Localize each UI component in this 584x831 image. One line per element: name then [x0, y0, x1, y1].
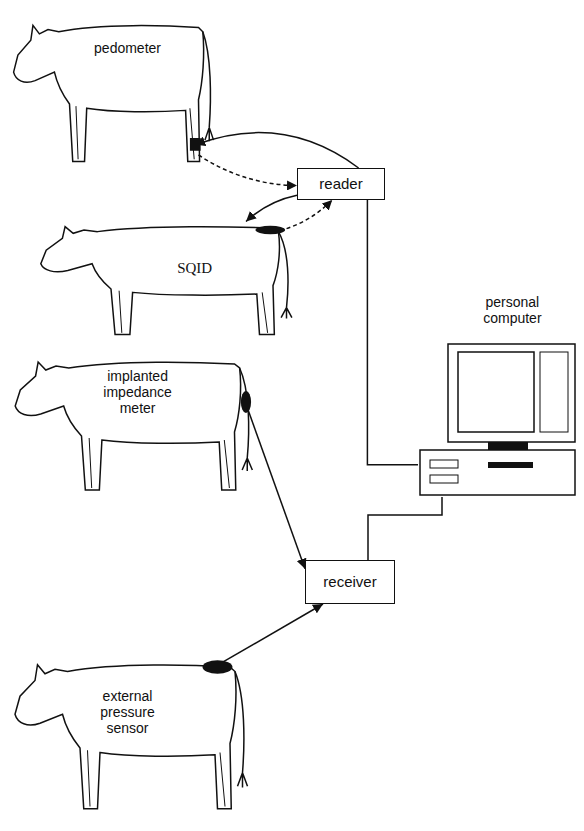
box-label: receiver: [323, 573, 376, 590]
text-area: external pressure sensor: [75, 676, 180, 748]
text-area: pedometer: [65, 22, 190, 73]
cow-sqid: SQID: [30, 208, 300, 343]
text-area: personal computer: [463, 282, 562, 338]
cow-pedometer: pedometer: [5, 2, 220, 172]
node-label: SQID: [177, 260, 212, 277]
signal-arrow: [218, 604, 324, 665]
node-label: pedometer: [94, 40, 161, 56]
signal-arrow: [195, 133, 358, 168]
signal-arrow: [246, 404, 305, 569]
receiver-box: receiver: [305, 560, 395, 604]
text-area: implanted impedance meter: [82, 356, 194, 428]
node-label: external pressure sensor: [88, 688, 168, 736]
cow-outline: [30, 208, 300, 343]
reader-box: reader: [297, 168, 385, 200]
cow-outline: [5, 2, 220, 172]
node-label: implanted impedance meter: [93, 368, 183, 416]
box-label: reader: [319, 175, 362, 192]
dashed-arrow: [199, 155, 298, 186]
cable-line: [367, 200, 418, 465]
node-label: personal computer: [463, 294, 562, 326]
cow-pressure: external pressure sensor: [5, 640, 255, 820]
signal-arrow: [246, 195, 297, 221]
cable-line: [368, 497, 442, 560]
text-area: SQID: [154, 254, 235, 284]
computer: personal computer: [418, 282, 578, 497]
cow-outline: [5, 340, 260, 500]
cow-impedance: implanted impedance meter: [5, 340, 260, 500]
